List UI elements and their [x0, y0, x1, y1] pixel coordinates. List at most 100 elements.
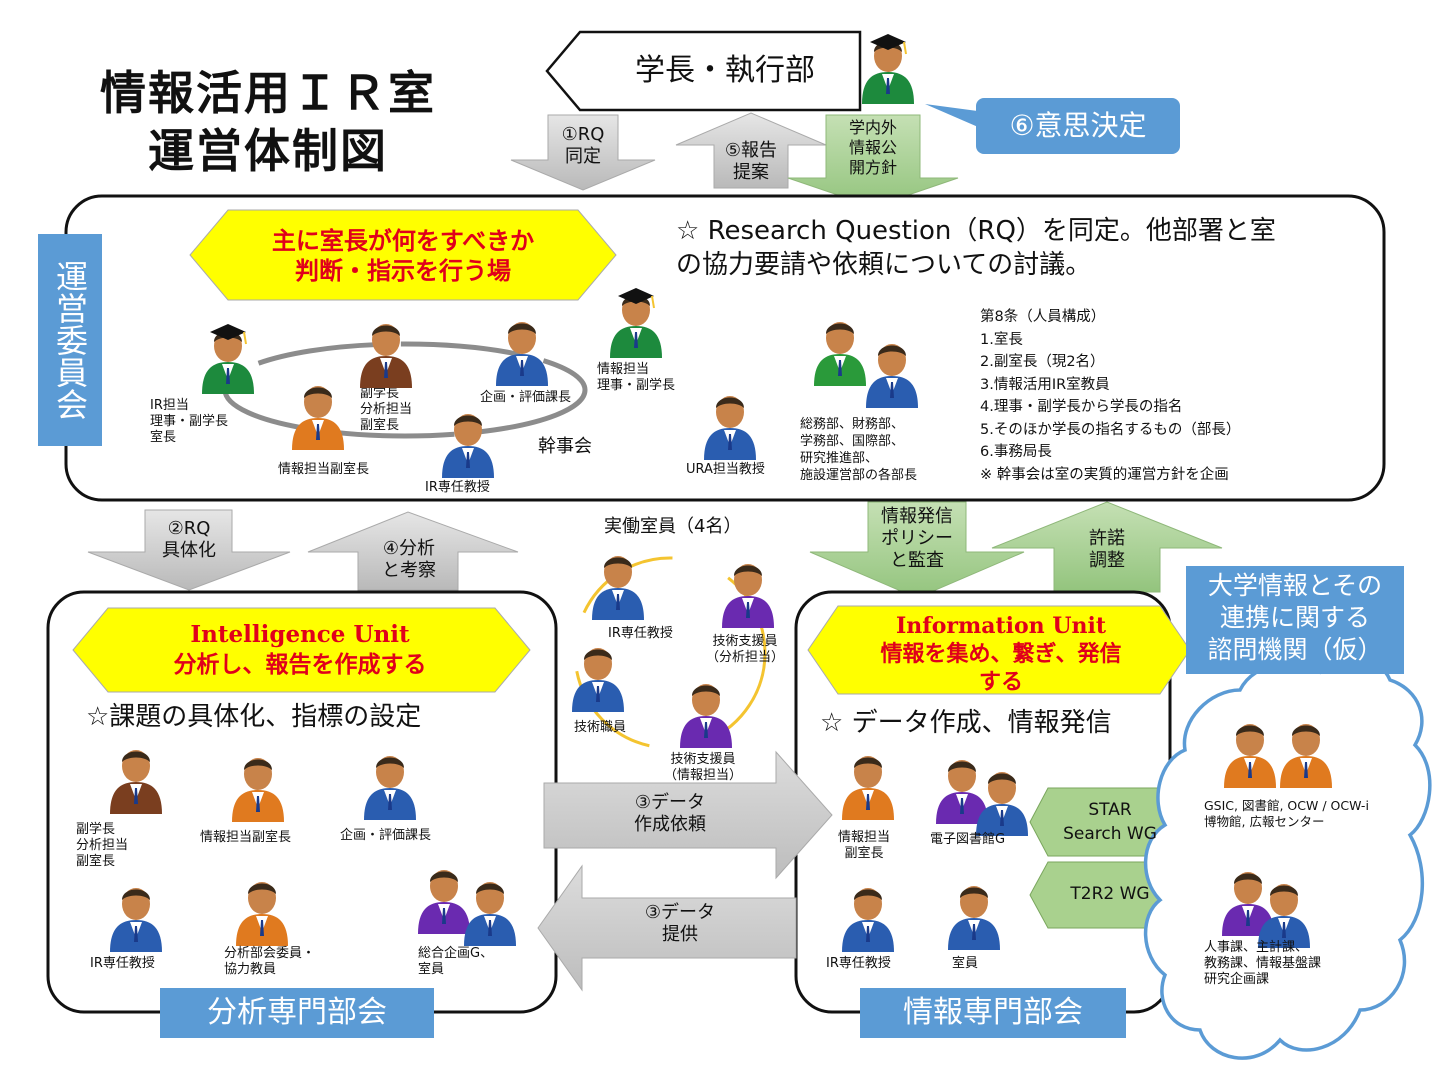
- information-statement: ☆ データ作成、情報発信: [820, 708, 1112, 738]
- advisory-group2: 人事課、主計課、 教務課、情報基盤課 研究企画課: [1204, 940, 1322, 987]
- intelligence-statement: ☆課題の具体化、指標の設定: [86, 702, 422, 732]
- person-int-info-vice-icon: [226, 746, 290, 822]
- label-ir-director: IR担当 理事・副学長 室長: [150, 398, 229, 445]
- arrow-report5-up: [675, 112, 827, 189]
- person-president-icon: [856, 28, 920, 104]
- arrow-data-provide: [537, 864, 797, 992]
- label-ir-professor: IR専任教授: [425, 480, 490, 495]
- arrow-rq1-down: [510, 114, 656, 191]
- int-label-member: 分析部会委員・ 協力教員: [224, 946, 316, 977]
- label-vice-president: 副学長 分析担当 副室長: [360, 386, 413, 433]
- person-elib-a-icon: [930, 748, 994, 824]
- intelligence-callout-text: Intelligence Unit 分析し、報告を作成する: [173, 621, 427, 678]
- president-banner: [545, 30, 862, 112]
- staff-label-tech-analysis: 技術支援員 （分析担当）: [706, 634, 785, 665]
- person-int-ir-icon: [104, 876, 168, 952]
- person-info-vice-unit-icon: [836, 744, 900, 820]
- person-dept-b-icon: [860, 332, 924, 408]
- committee-side-label: 運営委員会: [38, 234, 102, 446]
- arrow-report5-label: ⑤報告 提案: [724, 140, 778, 183]
- label-info-vice: 情報担当副室長: [278, 462, 370, 477]
- article-line: 6.事務局長: [980, 444, 1052, 460]
- committee-statement: ☆ Research Question（RQ）を同定。他部署と室 の協力要請や依…: [676, 216, 1276, 280]
- decision-badge: ⑥意思決定: [976, 98, 1180, 154]
- president-label: 学長・執行部: [635, 53, 815, 88]
- int-label-vice: 副学長 分析担当 副室長: [76, 822, 129, 869]
- staff-title: 実働室員（4名）: [604, 516, 742, 537]
- person-planning-icon: [490, 310, 554, 386]
- label-kanjikai: 幹事会: [538, 436, 592, 457]
- person-adv-a-icon: [1218, 712, 1282, 788]
- arrow-rq2-label: ②RQ 具体化: [162, 518, 216, 561]
- int-label-info-vice: 情報担当副室長: [200, 830, 292, 845]
- advisory-cloud: [1143, 656, 1432, 1060]
- label-depts: 総務部、財務部、 学務部、国際部、 研究推進部、 施設運営部の各部長: [800, 417, 918, 483]
- article-list: 第8条（人員構成） 1.室長 2.副室長（現2名） 3.情報活用IR室教員 4.…: [980, 306, 1240, 486]
- int-label-ir: IR専任教授: [90, 956, 155, 971]
- title-line1: 情報活用ＩＲ室: [100, 66, 436, 120]
- arrow-permission-label: 許諾 調整: [1089, 528, 1125, 571]
- advisory-group1: GSIC, 図書館, OCW / OCW-i 博物館, 広報センター: [1204, 798, 1369, 829]
- wg-star-label: STAR Search WG: [1063, 800, 1157, 844]
- arrow-policy-label: 学内外 情報公 開方針: [848, 118, 897, 177]
- page-title: 情報活用ＩＲ室 運営体制図: [98, 64, 438, 180]
- article-line: 3.情報活用IR室教員: [980, 376, 1110, 393]
- information-callout-text: Information Unit 情報を集め、繋ぎ、発信 する: [880, 613, 1122, 695]
- staff-ring: [573, 556, 767, 750]
- person-info-ir-icon: [836, 876, 900, 952]
- person-staff-tech-analysis-icon: [716, 552, 780, 628]
- article-line: 4.理事・副学長から学長の指名: [980, 399, 1183, 415]
- label-ura: URA担当教授: [686, 462, 765, 477]
- person-int-staff-a-icon: [412, 858, 476, 934]
- arrow-info-policy-label: 情報発信 ポリシー と監査: [881, 506, 953, 571]
- information-callout: [807, 605, 1191, 695]
- intelligence-callout: [72, 607, 531, 693]
- article-line: 2.副室長（現2名）: [980, 354, 1105, 370]
- person-adv-c-icon: [1216, 860, 1280, 936]
- article-line: 第8条（人員構成）: [980, 309, 1106, 325]
- info-label-vice: 情報担当 副室長: [838, 830, 891, 861]
- info-label-elib: 電子図書館G: [930, 832, 1006, 847]
- article-line: 1.室長: [980, 331, 1023, 348]
- person-staff-ir-icon: [586, 544, 650, 620]
- advisory-title: 大学情報とその 連携に関する 諮問機関（仮）: [1186, 566, 1404, 674]
- int-label-planning: 企画・評価課長: [340, 828, 432, 843]
- person-int-member-icon: [230, 870, 294, 946]
- person-ura-icon: [698, 384, 762, 460]
- intelligence-label: 分析専門部会: [160, 988, 434, 1038]
- person-staff-technician-icon: [566, 636, 630, 712]
- decision-callout-tail: [925, 104, 985, 130]
- person-staff-tech-info-icon: [674, 672, 738, 748]
- staff-label-tech-info: 技術支援員 （情報担当）: [664, 752, 743, 783]
- person-info-vice-icon: [286, 374, 350, 450]
- article-line: ※ 幹事会は室の実質的運営方針を企画: [980, 466, 1229, 483]
- info-label-ir: IR専任教授: [826, 956, 891, 971]
- int-label-staff: 総合企画G、 室員: [418, 946, 494, 977]
- person-ir-professor-icon: [436, 402, 500, 478]
- person-adv-d-icon: [1252, 872, 1316, 948]
- person-info-trustee-icon: [604, 282, 668, 358]
- arrow-rq2-down: [87, 509, 291, 591]
- arrow-policy-down: [787, 114, 959, 208]
- label-planning: 企画・評価課長: [480, 390, 572, 405]
- arrow-permission-up: [991, 501, 1223, 593]
- information-label: 情報専門部会: [860, 988, 1126, 1038]
- committee-callout: [189, 209, 617, 301]
- arrow-info-policy-down: [809, 501, 1025, 599]
- arrow-analysis4-up: [307, 511, 519, 591]
- wg-t2r2-label: T2R2 WG: [1070, 884, 1150, 904]
- article-line: 5.そのほか学長の指名するもの（部長）: [980, 421, 1241, 438]
- arrow-data-provide-label: ③データ 提供: [644, 902, 716, 945]
- person-adv-b-icon: [1274, 712, 1338, 788]
- person-int-vice-icon: [104, 738, 168, 814]
- person-elib-b-icon: [970, 760, 1034, 836]
- staff-label-technician: 技術職員: [574, 720, 627, 735]
- info-label-staff: 室員: [952, 956, 979, 971]
- arrow-data-request-label: ③データ 作成依頼: [634, 792, 706, 835]
- person-dept-a-icon: [808, 310, 872, 386]
- person-int-staff-b-icon: [458, 870, 522, 946]
- label-info-trustee: 情報担当 理事・副学長: [597, 362, 676, 393]
- staff-label-ir: IR専任教授: [608, 626, 673, 641]
- arrow-analysis4-label: ④分析 と考察: [382, 538, 436, 581]
- arrow-rq1-label: ①RQ 同定: [561, 124, 605, 167]
